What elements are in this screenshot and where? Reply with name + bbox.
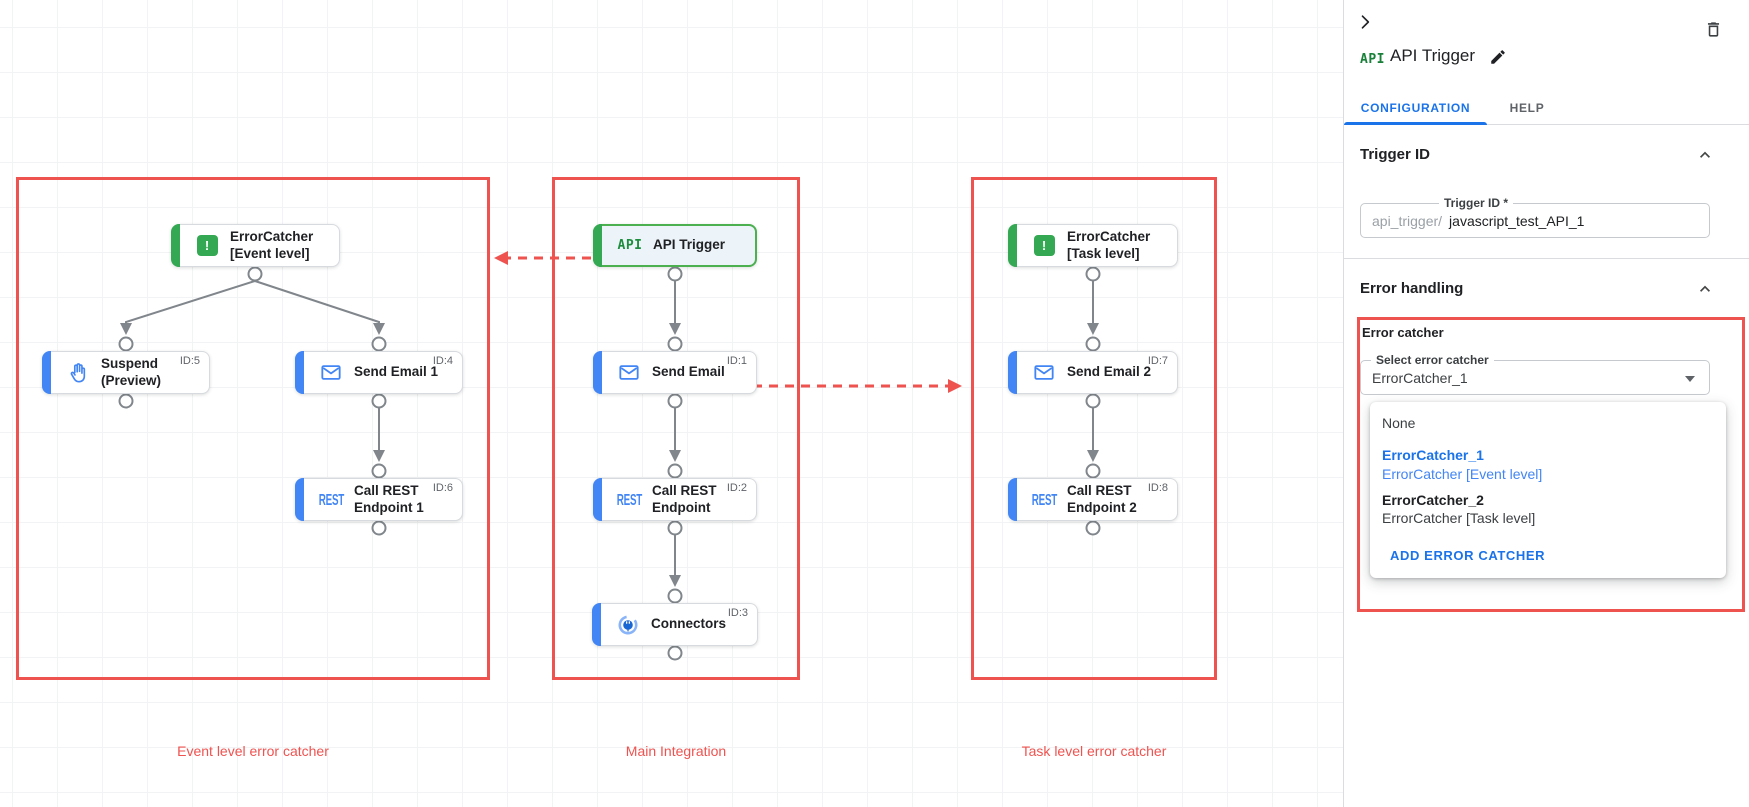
trigger-id-value: javascript_test_API_1: [1449, 212, 1585, 229]
add-error-catcher-button[interactable]: ADD ERROR CATCHER: [1390, 548, 1546, 563]
node-errorcatcher-event[interactable]: ! ErrorCatcher[Event level]: [171, 224, 340, 267]
rest-icon: REST: [318, 490, 344, 509]
option-errorcatcher-2-detail[interactable]: ErrorCatcher [Task level]: [1382, 510, 1536, 526]
group-outline-main: [552, 177, 800, 680]
rest-icon: REST: [1031, 490, 1057, 509]
node-suspend[interactable]: ID:5 Suspend(Preview): [42, 351, 210, 394]
error-catcher-highlight: [1357, 317, 1745, 612]
node-label: Connectors: [651, 616, 727, 632]
chevron-up-icon: [1700, 285, 1710, 292]
pencil-icon: [1491, 50, 1505, 64]
tab-help[interactable]: HELP: [1509, 100, 1545, 115]
node-api-trigger[interactable]: API API Trigger: [593, 224, 757, 267]
connectors-icon: [613, 613, 643, 637]
hand-suspend-icon: [63, 362, 93, 384]
connector-wires: [118, 251, 1101, 661]
select-error-catcher-label: Select error catcher: [1371, 353, 1494, 367]
error-catcher-links: [494, 251, 962, 393]
option-errorcatcher-1[interactable]: ErrorCatcher_1: [1382, 447, 1484, 463]
option-errorcatcher-1-detail[interactable]: ErrorCatcher [Event level]: [1382, 466, 1543, 482]
node-errorcatcher-task[interactable]: ! ErrorCatcher[Task level]: [1008, 224, 1178, 267]
trigger-id-field-label: Trigger ID *: [1439, 196, 1514, 210]
error-catcher-icon: !: [1029, 235, 1059, 256]
node-connectors[interactable]: ID:3 Connectors: [592, 603, 758, 646]
panel-tabs: CONFIGURATION HELP: [1344, 91, 1749, 125]
chevron-right-icon: [1361, 15, 1370, 29]
node-ports[interactable]: [118, 266, 1101, 661]
group-label-main: Main Integration: [625, 743, 727, 759]
trash-icon: [1707, 22, 1719, 37]
option-none[interactable]: None: [1382, 415, 1416, 431]
node-id-badge: ID:2: [726, 482, 747, 494]
group-label-event-level: Event level error catcher: [177, 743, 329, 759]
dropdown-caret-icon: [1685, 376, 1695, 382]
trigger-id-heading: Trigger ID: [1360, 146, 1431, 163]
node-id-badge: ID:1: [726, 355, 747, 367]
chevron-up-icon: [1700, 151, 1710, 158]
select-value: ErrorCatcher_1: [1372, 369, 1468, 386]
group-outline-event-level: [16, 177, 490, 680]
node-label: API Trigger: [653, 237, 726, 253]
node-id-badge: ID:5: [179, 355, 200, 367]
node-label: ErrorCatcher[Task level]: [1067, 229, 1151, 261]
node-label: ErrorCatcher[Event level]: [230, 229, 314, 261]
config-panel: API API Trigger CONFIGURATION HELP Trigg…: [1343, 0, 1749, 807]
integration-canvas[interactable]: ! ErrorCatcher[Event level] ID:5 Suspend…: [0, 0, 1343, 807]
api-trigger-icon: API: [617, 238, 643, 253]
api-badge: API: [1360, 52, 1385, 67]
node-send-email-1[interactable]: ID:4 Send Email 1: [295, 351, 463, 394]
error-catcher-select[interactable]: Select error catcher ErrorCatcher_1: [1360, 353, 1710, 395]
group-label-task-level: Task level error catcher: [1021, 743, 1167, 759]
mail-icon: [316, 362, 346, 383]
option-errorcatcher-2[interactable]: ErrorCatcher_2: [1382, 492, 1484, 508]
delete-trigger-button[interactable]: [1702, 20, 1724, 42]
error-catcher-label: Error catcher: [1362, 325, 1444, 340]
group-outline-task-level: [971, 177, 1217, 680]
tab-configuration[interactable]: CONFIGURATION: [1344, 91, 1487, 125]
mail-icon: [614, 362, 644, 383]
error-handling-heading: Error handling: [1360, 280, 1464, 297]
collapse-error-handling-button[interactable]: [1694, 279, 1716, 301]
node-id-badge: ID:4: [432, 355, 453, 367]
rest-icon: REST: [616, 490, 642, 509]
node-id-badge: ID:7: [1147, 355, 1168, 367]
node-label: Send Email: [652, 364, 725, 380]
collapse-panel-button[interactable]: [1354, 12, 1376, 34]
trigger-id-input[interactable]: Trigger ID * api_trigger/ javascript_tes…: [1360, 196, 1710, 238]
node-id-badge: ID:3: [727, 607, 748, 619]
panel-title: API Trigger: [1390, 46, 1476, 65]
collapse-trigger-id-button[interactable]: [1694, 145, 1716, 167]
node-label: Suspend(Preview): [101, 356, 162, 388]
section-divider: [1344, 258, 1749, 259]
error-catcher-dropdown-menu: None ErrorCatcher_1 ErrorCatcher [Event …: [1370, 402, 1726, 578]
node-id-badge: ID:6: [432, 482, 453, 494]
mail-icon: [1029, 362, 1059, 383]
node-label: Send Email 1: [354, 364, 439, 380]
node-send-email-2[interactable]: ID:7 Send Email 2: [1008, 351, 1178, 394]
error-catcher-icon: !: [192, 235, 222, 256]
node-label: Send Email 2: [1067, 364, 1152, 380]
node-send-email[interactable]: ID:1 Send Email: [593, 351, 757, 394]
task-edges: [120, 280, 1099, 587]
node-id-badge: ID:8: [1147, 482, 1168, 494]
trigger-id-prefix: api_trigger/: [1372, 212, 1443, 229]
edit-title-button[interactable]: [1488, 48, 1508, 68]
